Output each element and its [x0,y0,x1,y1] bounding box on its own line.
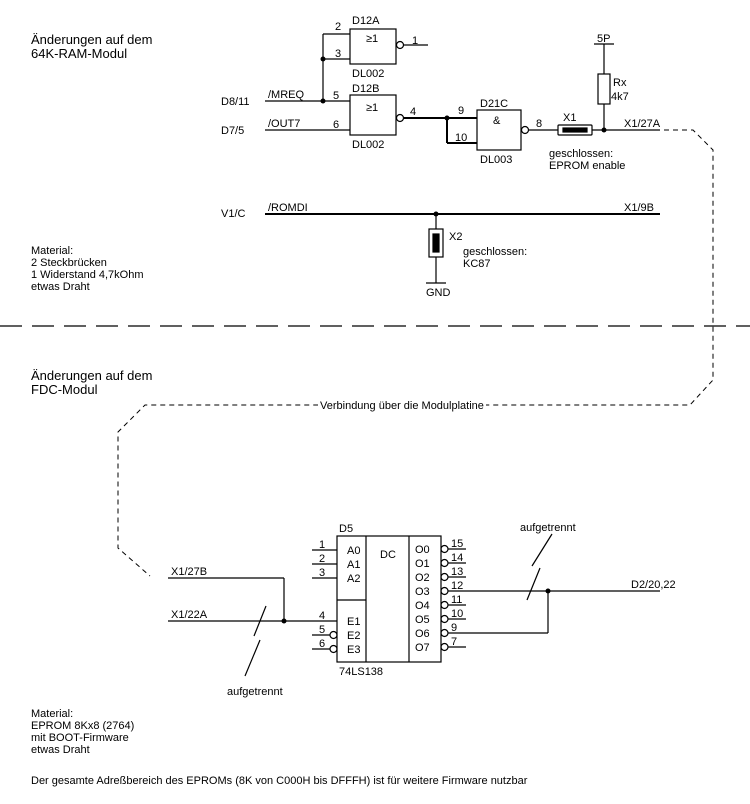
input-pin-number: 4 [319,610,326,622]
gate-d12a-inverter [395,40,405,50]
pin-1: 1 [412,35,419,47]
signal-out7: /OUT7 [268,118,301,130]
gate-d21c-type: DL003 [480,154,513,166]
x1-note-line1: geschlossen: [549,148,614,160]
signal-mreq: /MREQ [268,89,305,101]
resistor-rx-label: Rx [613,77,627,89]
pin-6: 6 [333,119,340,131]
output-pin-label: O2 [415,572,430,584]
output-pin-label: O5 [415,614,430,626]
input-pin-label: E1 [347,616,361,628]
connector-d8: D8/11 [221,96,250,108]
input-pin-label: A0 [347,545,361,557]
connector-x1-22a: X1/22A [171,609,208,621]
fdc-heading-line2: FDC-Modul [31,382,98,397]
resistor-rx [597,73,611,105]
footer-note: Der gesamte Adreßbereich des EPROMs (8K … [31,775,528,787]
ram-material-list: Material: 2 Steckbrücken 1 Widerstand 4,… [31,245,144,293]
pin-2: 2 [335,21,342,33]
output-leads [440,544,466,652]
jumper-x1-label: X1 [563,112,577,124]
fdc-heading-line1: Änderungen auf dem [31,368,153,383]
pin-8: 8 [536,118,543,130]
gate-d12a-type: DL002 [352,68,385,80]
chip-type: 74LS138 [339,666,384,678]
output-pin-label: O0 [415,544,430,556]
output-pin-number: 12 [451,580,464,592]
input-pin-label: E2 [347,630,361,642]
signal-romdi: /ROMDI [268,202,308,214]
connection-label: Verbindung über die Modulplatine [318,400,486,412]
input-pin-label: A2 [347,573,361,585]
input-pin-label: A1 [347,559,361,571]
output-pin-number: 10 [451,608,464,620]
gate-d12b-name: D12B [352,83,380,95]
chip-dc-label: DC [380,549,396,561]
supply-5p: 5P [597,33,611,45]
fdc-material-list: Material: EPROM 8Kx8 (2764) mit BOOT-Fir… [31,708,135,756]
chip-name: D5 [339,523,354,535]
output-pin-label: O4 [415,600,430,612]
input-pin-number: 1 [319,539,326,551]
pin-9: 9 [458,105,465,117]
gate-d12b [349,94,397,136]
gate-d12a [349,28,397,65]
resistor-rx-value: 4k7 [611,91,629,103]
module-connection-route [117,129,714,577]
gate-d21c-symbol: & [493,115,501,127]
x2-note-line1: geschlossen: [463,246,528,258]
jumper-x2-label: X2 [449,231,463,243]
input-pin-number: 6 [319,638,326,650]
connector-x1-27a: X1/27A [624,118,661,130]
gate-d12b-type: DL002 [352,139,385,151]
gate-d21c-name: D21C [480,98,509,110]
connector-x1-27b: X1/27B [171,566,208,578]
ram-heading-line2: 64K-RAM-Modul [31,46,128,61]
gate-d12a-name: D12A [352,15,380,27]
input-pin-number: 3 [319,567,326,579]
input-pin-number: 5 [319,624,326,636]
junction-dots [281,56,607,624]
output-pin-label: O1 [415,558,430,570]
connector-v1c: V1/C [221,208,246,220]
output-pin-number: 7 [451,636,458,648]
gnd-label: GND [426,287,451,299]
pin-5: 5 [333,90,340,102]
x2-note-line2: KC87 [463,258,491,270]
input-pin-number: 2 [319,553,326,565]
output-pin-label: O7 [415,642,430,654]
output-pin-number: 13 [451,566,464,578]
output-pin-number: 9 [451,622,458,634]
output-pin-number: 14 [451,552,464,564]
pin-4: 4 [410,106,417,118]
output-pin-label: O3 [415,586,430,598]
gate-d12b-symbol: ≥1 [366,102,379,114]
connector-d7: D7/5 [221,125,245,137]
gate-d21c-inverter [520,125,530,135]
connector-x1-9b: X1/9B [624,202,654,214]
cut-note-left: aufgetrennt [227,686,283,698]
ram-heading-line1: Änderungen auf dem [31,32,153,47]
output-pin-number: 11 [451,594,463,606]
pin-10: 10 [455,132,468,144]
x1-note-line2: EPROM enable [549,160,626,172]
connector-d2: D2/20,22 [631,579,676,591]
gate-d12a-symbol: ≥1 [366,33,379,45]
input-pin-label: E3 [347,644,361,656]
cut-note-right: aufgetrennt [520,522,576,534]
chip-d5 [336,535,442,663]
gate-d12b-inverter [395,113,405,123]
pin-3: 3 [335,48,342,60]
output-pin-label: O6 [415,628,430,640]
output-pin-number: 15 [451,538,464,550]
